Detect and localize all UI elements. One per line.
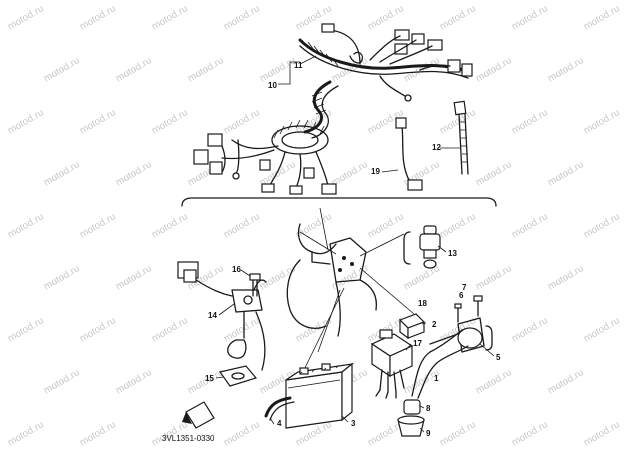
watermark-text: motod.ru [150,315,190,344]
watermark-text: motod.ru [582,3,622,32]
watermark-text: motod.ru [114,159,154,188]
frame-mount [286,207,415,379]
part-13 [419,225,441,269]
watermark-text: motod.ru [6,3,46,32]
watermark-text: motod.ru [258,263,298,292]
callout-15: 15 [205,374,214,383]
harness-bracket [181,197,497,207]
watermark-text: motod.ru [510,3,550,32]
watermark-text: motod.ru [546,159,586,188]
watermark-text: motod.ru [438,211,478,240]
watermark-text: motod.ru [78,419,118,448]
watermark-text: motod.ru [186,55,226,84]
watermark-text: motod.ru [474,159,514,188]
watermark-text: motod.ru [42,159,82,188]
watermark-text: motod.ru [258,55,298,84]
callout-9: 9 [426,429,431,438]
callout-18: 18 [418,299,427,308]
callout-10: 10 [268,81,277,90]
part-17-regulator [370,329,414,399]
drawing-code: 3VL1351-0330 [162,434,215,443]
watermark-text: motod.ru [582,315,622,344]
callout-3: 3 [351,419,356,428]
callout-7: 7 [462,283,467,292]
hose-4 [264,396,295,421]
bolts-6-7 [454,295,483,323]
watermark-text: motod.ru [546,263,586,292]
callout-6: 6 [459,291,464,300]
watermark-text: motod.ru [582,107,622,136]
watermark-text: motod.ru [474,367,514,396]
callout-14: 14 [208,311,217,320]
watermark-text: motod.ru [150,3,190,32]
battery-3 [285,362,355,429]
part-5-coil [411,317,485,399]
callout-1: 1 [434,374,439,383]
watermark-text: motod.ru [510,211,550,240]
watermark-text: motod.ru [78,3,118,32]
watermark-text: motod.ru [402,263,442,292]
callout-17: 17 [413,339,422,348]
part-18-relay [398,313,426,340]
bolt-16 [249,273,261,297]
watermark-text: motod.ru [582,211,622,240]
plug-cap-8-9 [397,399,425,437]
lead-wire-part [395,117,423,191]
watermark-text: motod.ru [42,263,82,292]
callout-12: 12 [432,143,441,152]
watermark-text: motod.ru [6,419,46,448]
callout-11: 11 [294,61,303,70]
watermark-text: motod.ru [6,211,46,240]
callout-labels: 11 10 12 19 13 16 14 15 18 2 17 6 7 5 8 … [205,61,501,438]
watermark-text: motod.ru [114,55,154,84]
callout-13: 13 [448,249,457,258]
watermark-text: motod.ru [78,315,118,344]
callout-4: 4 [277,419,282,428]
part-14-assembly [177,261,267,371]
watermark-text: motod.ru [222,107,262,136]
watermark-text: motod.ru [546,367,586,396]
watermark-text: motod.ru [546,55,586,84]
watermark-text: motod.ru [474,263,514,292]
watermark-text: motod.ru [222,211,262,240]
watermark-text: motod.ru [150,107,190,136]
cable-tie-part [453,100,469,175]
watermark-text: motod.ru [222,419,262,448]
watermark-text: motod.ru [510,315,550,344]
watermark-text: motod.ru [6,315,46,344]
front-arrow-icon [182,401,215,429]
watermark-text: motod.ru [510,107,550,136]
watermark-text: motod.ru [474,55,514,84]
watermark-text: motod.ru [42,55,82,84]
callout-2: 2 [432,320,437,329]
watermark-text: motod.ru [114,367,154,396]
callout-16: 16 [232,265,241,274]
watermark-text: motod.ru [78,211,118,240]
callout-leaders [215,55,495,433]
watermark-text: motod.ru [222,3,262,32]
callout-19: 19 [371,167,380,176]
watermark-text: motod.ru [114,263,154,292]
watermark-text: motod.ru [438,419,478,448]
bracket-13 [403,231,411,265]
watermark-text: motod.ru [510,419,550,448]
watermark-text: motod.ru [366,3,406,32]
watermark-text: motod.ru [42,367,82,396]
watermark-text: motod.ru [78,107,118,136]
watermark-text: motod.ru [294,315,334,344]
watermark-text: motod.ru [150,211,190,240]
bracket-5 [485,325,493,351]
callout-8: 8 [426,404,431,413]
watermark-text: motod.ru [6,107,46,136]
callout-5: 5 [496,353,501,362]
wire-harness [193,23,473,195]
watermark-text: motod.ru [582,419,622,448]
watermark-text: motod.ru [438,3,478,32]
plate-15 [218,365,258,387]
